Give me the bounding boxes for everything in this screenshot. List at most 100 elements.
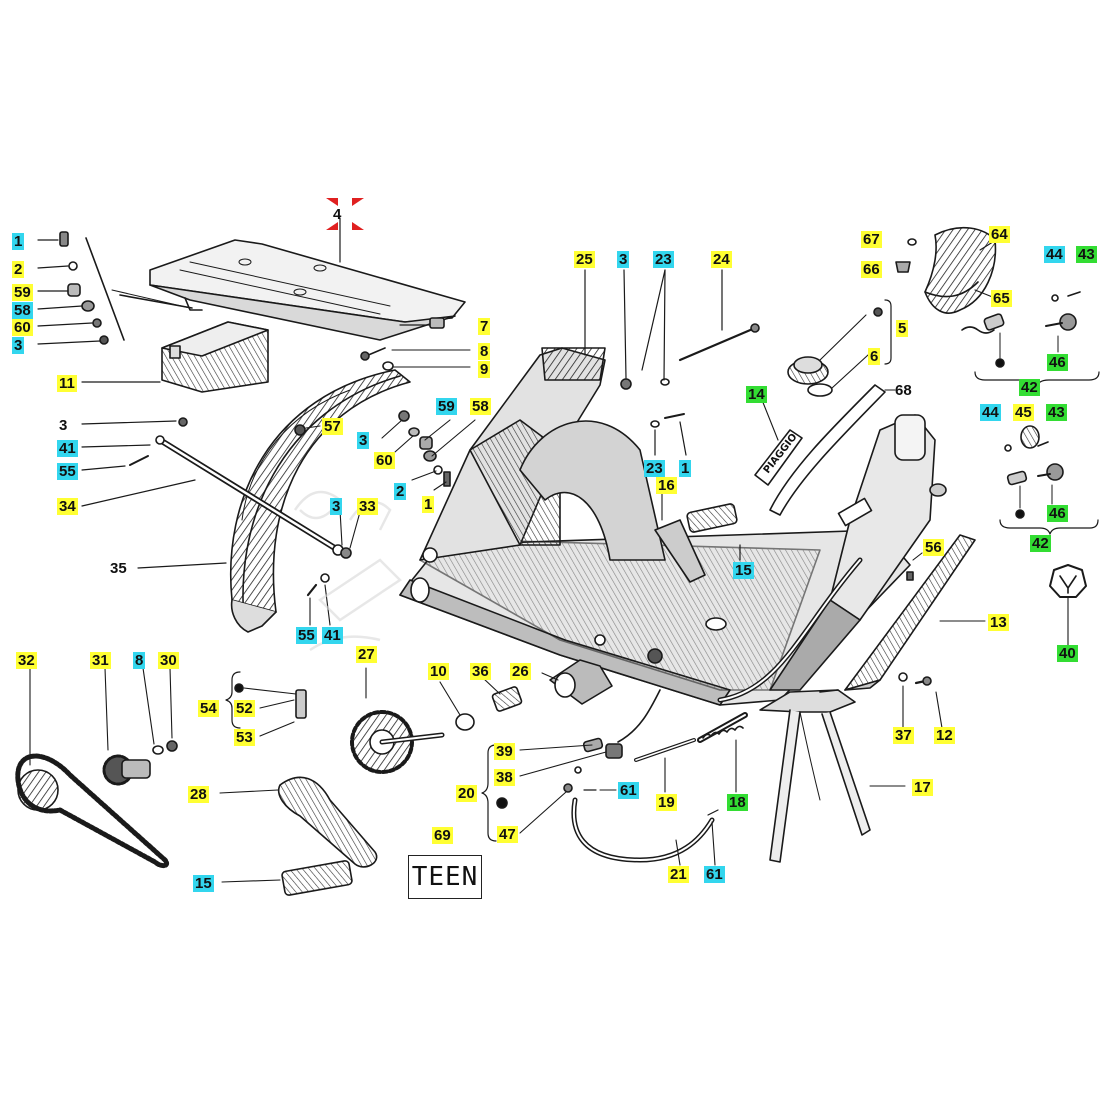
part-callout-5: 5	[896, 320, 909, 337]
part-callout-41: 41	[322, 627, 343, 644]
part-callout-55: 55	[296, 627, 317, 644]
crank-arm-part	[219, 776, 378, 896]
part-callout-59: 59	[436, 398, 457, 415]
part-callout-17: 17	[912, 779, 933, 796]
part-callout-27: 27	[356, 646, 377, 663]
horn-cover-part	[895, 226, 997, 314]
part-callout-60: 60	[374, 452, 395, 469]
part-callout-3: 3	[357, 432, 370, 449]
part-callout-33: 33	[357, 498, 378, 515]
part-callout-11: 11	[57, 375, 77, 392]
part-callout-13: 13	[988, 614, 1009, 631]
part-callout-43: 43	[1076, 246, 1097, 263]
part-callout-45: 45	[1013, 404, 1034, 421]
part-callout-25: 25	[574, 251, 595, 268]
part-callout-55: 55	[57, 463, 78, 480]
part-callout-7: 7	[478, 318, 491, 335]
brand-badge-text: PIAGGIO	[762, 432, 800, 476]
part-callout-42: 42	[1030, 535, 1051, 552]
model-label-text: TEEN	[411, 862, 479, 892]
strut-part	[129, 417, 361, 626]
part-callout-23: 23	[644, 460, 665, 477]
part-callout-14: 14	[746, 386, 767, 403]
part-callout-61: 61	[704, 866, 725, 883]
part-callout-46: 46	[1047, 505, 1068, 522]
part-callout-10: 10	[428, 663, 449, 680]
part-callout-58: 58	[12, 302, 33, 319]
part-callout-15: 15	[193, 875, 214, 892]
part-callout-8: 8	[133, 652, 146, 669]
part-callout-60: 60	[12, 319, 33, 336]
tool-box-part	[161, 321, 269, 393]
part-callout-28: 28	[188, 786, 209, 803]
part-callout-4: 4	[333, 206, 342, 223]
part-callout-39: 39	[494, 743, 515, 760]
part-callout-52: 52	[234, 700, 255, 717]
part-callout-61: 61	[618, 782, 639, 799]
part-callout-37: 37	[893, 727, 914, 744]
part-callout-53: 53	[234, 729, 255, 746]
part-callout-3: 3	[617, 251, 630, 268]
part-callout-46: 46	[1047, 354, 1068, 371]
center-stand-part	[759, 689, 871, 863]
cable-assembly-part	[481, 689, 719, 866]
part-callout-23: 23	[653, 251, 674, 268]
sprocket-part	[350, 667, 445, 774]
part-callout-1: 1	[12, 233, 25, 250]
drive-chain-part	[15, 666, 170, 869]
part-callout-56: 56	[923, 539, 944, 556]
part-callout-3: 3	[330, 498, 343, 515]
part-callout-42: 42	[1019, 379, 1040, 396]
part-callout-21: 21	[668, 866, 689, 883]
part-callout-31: 31	[90, 652, 111, 669]
rack-fasteners	[59, 231, 193, 345]
part-callout-8: 8	[478, 343, 491, 360]
part-callout-20: 20	[456, 785, 477, 802]
mudguard-part	[229, 369, 411, 633]
part-callout-32: 32	[16, 652, 37, 669]
part-callout-64: 64	[989, 226, 1010, 243]
part-callout-19: 19	[656, 794, 677, 811]
part-callout-15: 15	[733, 562, 754, 579]
part-callout-69: 69	[432, 827, 453, 844]
part-callout-36: 36	[470, 663, 491, 680]
part-callout-26: 26	[510, 663, 531, 680]
part-callout-65: 65	[991, 290, 1012, 307]
highlight-marker-icon	[326, 198, 364, 230]
part-callout-30: 30	[158, 652, 179, 669]
part-callout-24: 24	[711, 251, 732, 268]
part-callout-44: 44	[980, 404, 1001, 421]
part-callout-47: 47	[497, 826, 518, 843]
part-callout-2: 2	[12, 261, 25, 278]
part-callout-9: 9	[478, 361, 491, 378]
emblem-part	[1049, 564, 1087, 647]
part-callout-12: 12	[934, 727, 955, 744]
part-callout-35: 35	[110, 560, 127, 577]
part-callout-57: 57	[322, 418, 343, 435]
part-callout-43: 43	[1046, 404, 1067, 421]
part-callout-16: 16	[656, 477, 677, 494]
part-callout-66: 66	[861, 261, 882, 278]
part-callout-6: 6	[868, 348, 881, 365]
part-callout-67: 67	[861, 231, 882, 248]
part-callout-59: 59	[12, 284, 33, 301]
part-callout-44: 44	[1044, 246, 1065, 263]
part-callout-34: 34	[57, 498, 78, 515]
part-callout-1: 1	[422, 496, 435, 513]
part-callout-58: 58	[470, 398, 491, 415]
luggage-rack-part	[149, 239, 466, 341]
model-label-box: TEEN	[408, 855, 482, 899]
part-callout-2: 2	[394, 483, 407, 500]
part-callout-38: 38	[494, 769, 515, 786]
part-callout-3: 3	[12, 337, 25, 354]
part-callout-41: 41	[57, 440, 78, 457]
part-callout-1: 1	[679, 460, 692, 477]
part-callout-18: 18	[727, 794, 748, 811]
part-callout-68: 68	[895, 382, 912, 399]
part-callout-54: 54	[198, 700, 219, 717]
main-frame-part	[399, 347, 947, 706]
part-callout-3: 3	[59, 417, 68, 434]
part-callout-40: 40	[1057, 645, 1078, 662]
